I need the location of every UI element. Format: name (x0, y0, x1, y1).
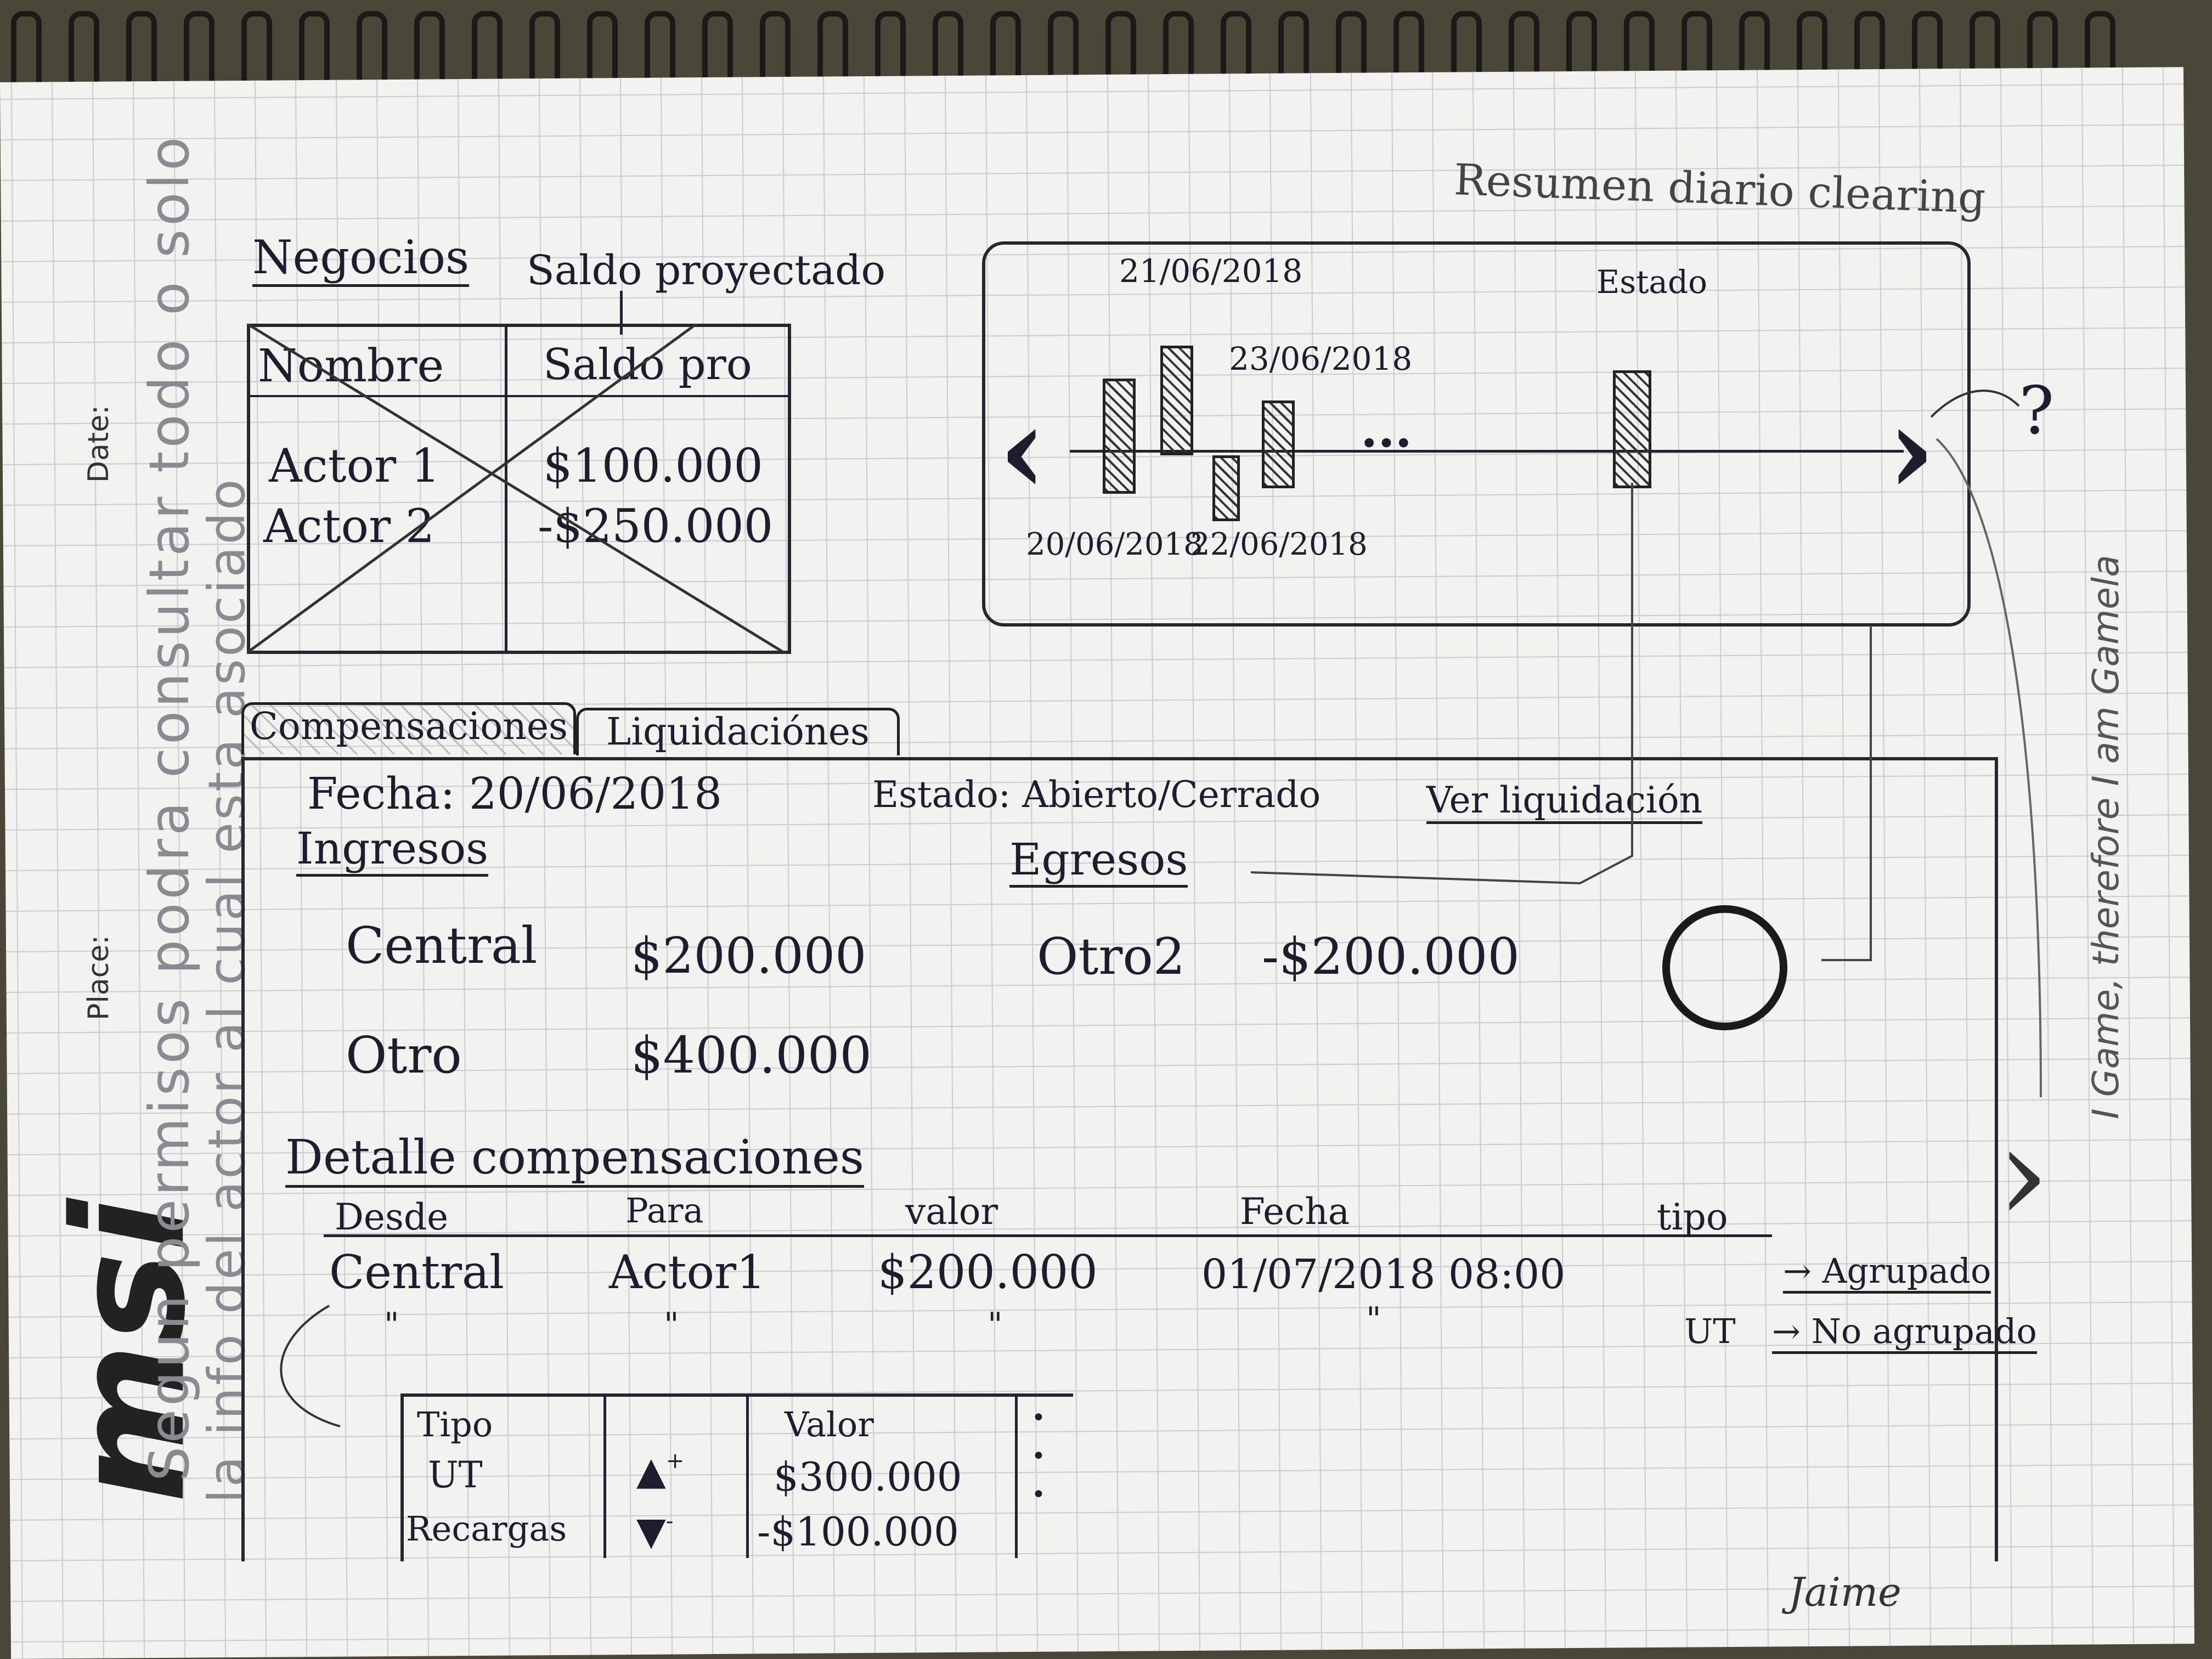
timeline-date-label: 21/06/2018 (1119, 252, 1303, 290)
egresos-name: Otro2 (1037, 927, 1186, 986)
arrow-down-icon[interactable]: ▼- (636, 1509, 674, 1554)
ingresos-title: Ingresos (296, 823, 489, 877)
timeline-bar-day3[interactable] (1212, 455, 1240, 521)
subtable-divider (603, 1393, 606, 1558)
estado-label: Estado: Abierto/Cerrado (872, 774, 1321, 816)
detalle-header-line (324, 1234, 1772, 1237)
tab-liquidaciones[interactable]: Liquidaciónes (576, 708, 900, 755)
egresos-title: Egresos (1009, 834, 1188, 888)
col-tipo: tipo (1657, 1196, 1728, 1238)
scrollbar-handle[interactable]: ••• (1031, 1404, 1046, 1509)
detalle-row-valor: $200.000 (878, 1245, 1098, 1299)
detalle-title: Detalle compensaciones (285, 1130, 865, 1188)
negocios-title: Negocios (252, 230, 470, 287)
question-mark: ? (2019, 373, 2055, 449)
subtable-tipo: UT (428, 1454, 483, 1496)
subtable-col-valor: Valor (785, 1404, 874, 1444)
ingresos-name: Central (346, 916, 538, 975)
timeline-estado-label: Estado (1596, 263, 1708, 301)
legend-no-agrupado: → No agrupado (1772, 1311, 2037, 1354)
negocios-table (247, 324, 791, 654)
ingresos-value: $200.000 (631, 927, 867, 985)
ditto-mark: " (988, 1306, 1003, 1344)
timeline-ellipsis: ... (1361, 400, 1412, 459)
row-nombre: Actor 2 (263, 499, 435, 553)
detalle-row-desde[interactable]: Central (329, 1245, 504, 1299)
detalle-row-fecha: 01/07/2018 08:00 (1201, 1251, 1566, 1298)
tab-content-panel (241, 757, 1998, 1561)
timeline-axis (1070, 450, 1904, 453)
ingresos-value: $400.000 (631, 1026, 872, 1085)
subtable (400, 1393, 1073, 1561)
row-saldo: $100.000 (543, 439, 763, 493)
fecha-label: Fecha: 20/06/2018 (307, 768, 722, 819)
signature: Jaime (1788, 1569, 1901, 1615)
col-valor: valor (905, 1190, 998, 1233)
col-fecha: Fecha (1240, 1190, 1350, 1233)
timeline-bar-day4[interactable] (1262, 400, 1295, 488)
col-header-saldo: Saldo pro (543, 340, 752, 390)
ingresos-name: Otro (346, 1026, 462, 1085)
subtable-divider (746, 1393, 749, 1558)
tab-compensaciones[interactable]: Compensaciones (241, 702, 576, 754)
saldo-proyectado-note: Saldo proyectado (527, 247, 886, 294)
col-desde: Desde (335, 1196, 449, 1238)
timeline-prev-button[interactable]: ‹ (998, 379, 1047, 521)
ditto-mark: " (384, 1306, 399, 1344)
col-para: Para (625, 1190, 704, 1231)
detalle-row-tipo: UT (1684, 1311, 1736, 1351)
timeline-next-button[interactable]: › (1887, 379, 1936, 521)
table-header-line (247, 395, 790, 397)
egresos-value: -$200.000 (1262, 927, 1520, 986)
chevron-right-icon[interactable]: › (1997, 1097, 2050, 1251)
timeline-date-label: 20/06/2018 (1026, 527, 1203, 562)
crossed-out-mark (247, 324, 786, 654)
timeline-date-label: 23/06/2018 (1229, 340, 1413, 377)
legend-agrupado: → Agrupado (1783, 1251, 1991, 1294)
row-nombre: Actor 1 (269, 439, 441, 493)
arrow-up-icon[interactable]: ▲+ (636, 1448, 685, 1493)
subtable-divider (1015, 1393, 1018, 1558)
timeline-bar-estado[interactable] (1613, 370, 1651, 488)
ditto-mark: " (1366, 1300, 1381, 1339)
detalle-row-para: Actor1 (609, 1245, 766, 1299)
timeline-bar-day1[interactable] (1103, 379, 1136, 494)
timeline-bar-day2[interactable] (1160, 346, 1193, 455)
subtable-tipo: Recargas (406, 1509, 567, 1549)
ditto-mark: " (664, 1306, 679, 1344)
timeline-panel (982, 241, 1971, 627)
subtable-valor: $300.000 (774, 1454, 962, 1500)
ver-liquidacion-link[interactable]: Ver liquidación (1426, 779, 1703, 824)
subtable-valor: -$100.000 (757, 1509, 959, 1555)
annotation-arrow (620, 291, 623, 335)
timeline-date-label: 22/06/2018 (1190, 527, 1368, 562)
subtable-col-tipo: Tipo (417, 1404, 493, 1444)
table-divider (505, 324, 507, 653)
